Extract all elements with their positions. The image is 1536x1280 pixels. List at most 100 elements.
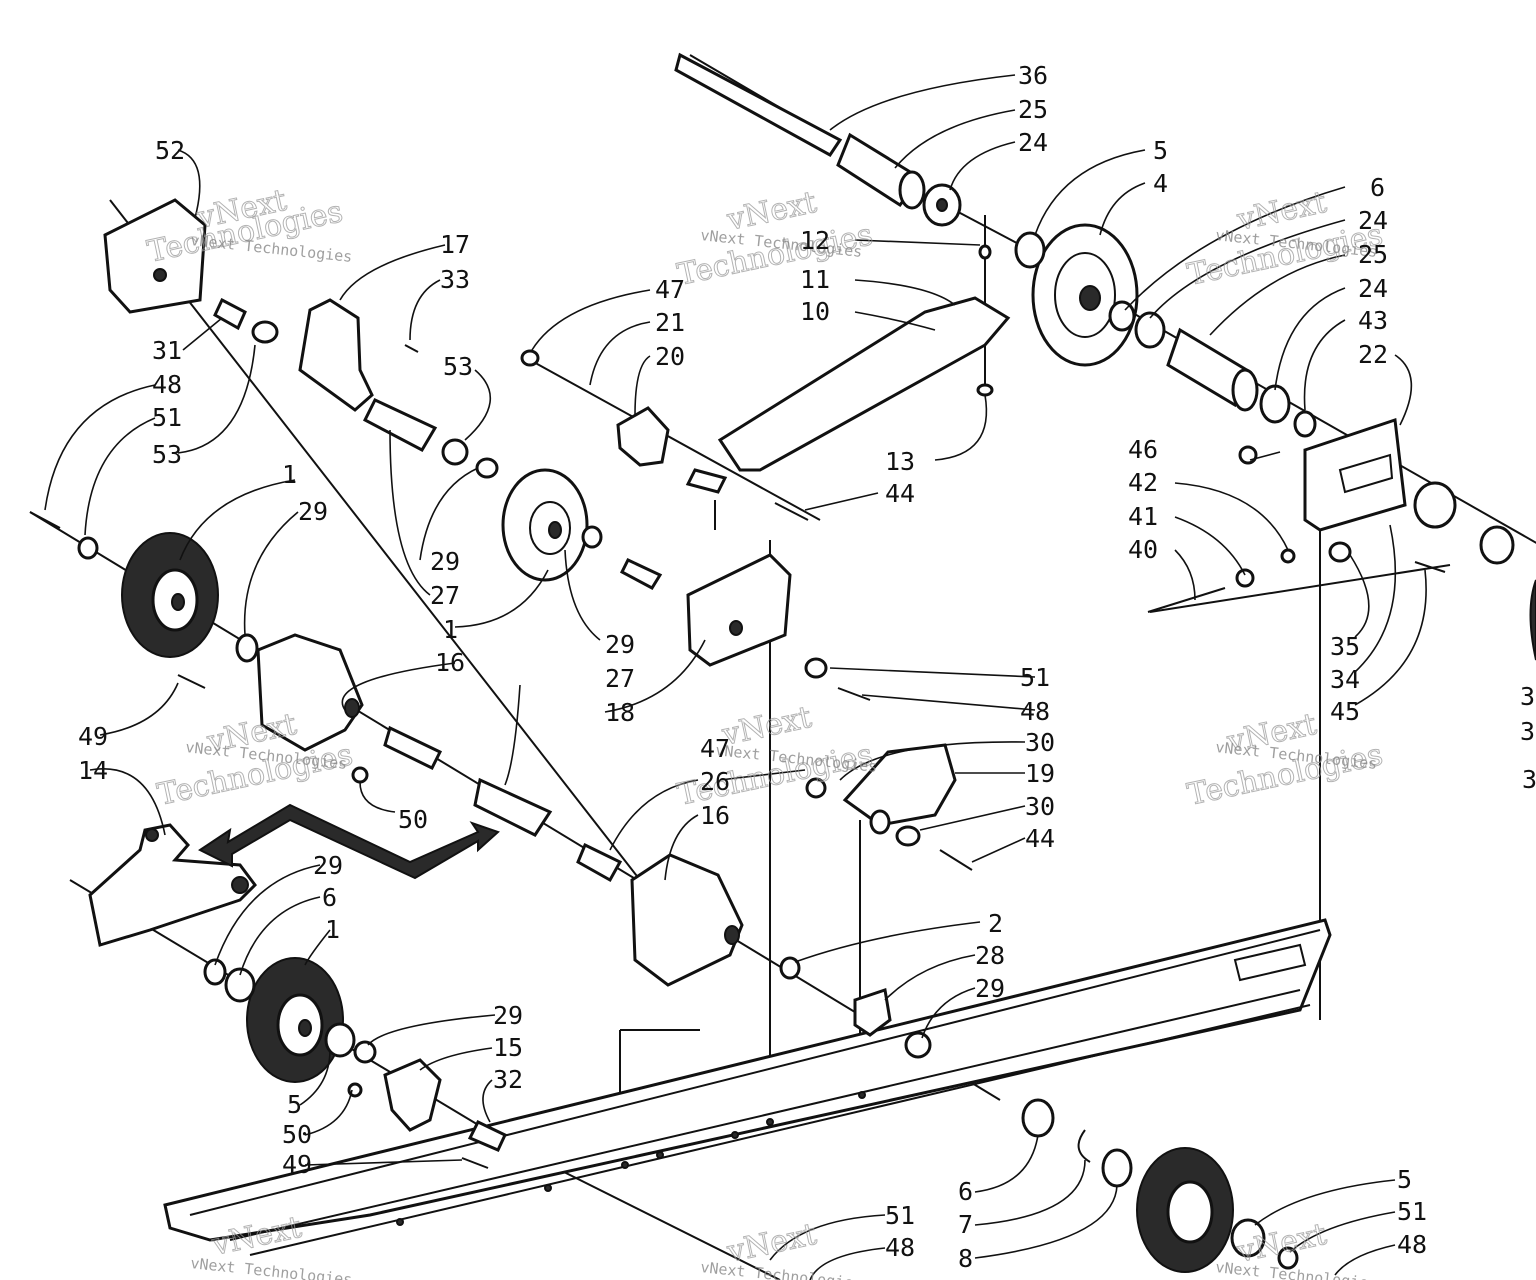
callout-29: 29 [298,497,328,526]
callout-32: 32 [493,1065,523,1094]
watermark-small: vNext Technologies [190,1254,354,1280]
callout-19: 19 [1025,759,1055,788]
callout-29: 29 [975,974,1005,1003]
spacer-27-left [363,398,438,452]
callout-29: 29 [430,547,460,576]
callout-28: 28 [975,941,1005,970]
bracket-20 [616,406,670,467]
callout-27: 27 [605,664,635,693]
callout-15: 15 [493,1033,523,1062]
callout-37: 37 [1522,765,1536,794]
callout-52: 52 [155,136,185,165]
callout-34: 34 [1330,665,1360,694]
sleeve-26 [576,842,623,883]
callout-51: 51 [885,1201,915,1230]
wheel-bottom-right [1136,1147,1234,1273]
callout-49: 49 [78,722,108,751]
callout-25: 25 [1018,95,1048,124]
callout-48: 48 [885,1233,915,1262]
callout-46: 46 [1128,435,1158,464]
block-28 [853,988,892,1037]
bracket-16-center [630,853,744,987]
callout-18: 18 [605,698,635,727]
bracket-17 [298,298,374,412]
upper-shaft-36 [674,52,843,157]
callout-10: 10 [800,297,830,326]
callout-11: 11 [800,265,830,294]
callout-31: 31 [152,336,182,365]
callout-51: 51 [1020,663,1050,692]
callout-26: 26 [700,767,730,796]
callout-16: 16 [435,648,465,677]
callout-51: 51 [152,403,182,432]
callout-43: 43 [1358,306,1388,335]
callout-45: 45 [1330,697,1360,726]
callout-7: 7 [958,1210,973,1239]
pin-31 [213,297,247,331]
bolts-and-nuts [29,244,1446,1169]
arm-10 [717,296,1011,472]
callout-49: 49 [282,1150,312,1179]
callout-5: 5 [1153,136,1168,165]
callout-40: 40 [1128,535,1158,564]
callout-12: 12 [800,226,830,255]
plate-22 [1303,417,1407,532]
wheel-1-center [501,468,589,582]
callout-21: 21 [655,308,685,337]
callout-1: 1 [443,615,458,644]
callout-14: 14 [78,756,108,785]
callout-48: 48 [1020,697,1050,726]
callout-6: 6 [322,883,337,912]
callout-4: 4 [1153,169,1168,198]
callout-17: 17 [440,230,470,259]
movement-arrow [198,803,500,880]
callout-2: 2 [988,909,1003,938]
callout-8: 8 [958,1244,973,1273]
washers [77,231,1515,1270]
callout-38: 38 [1520,717,1536,746]
callout-5: 5 [287,1090,302,1119]
callout-35: 35 [1330,632,1360,661]
callout-48: 48 [1397,1230,1427,1259]
callout-5: 5 [1397,1165,1412,1194]
callout-6: 6 [958,1177,973,1206]
callout-51: 51 [1397,1197,1427,1226]
callout-24: 24 [1018,128,1048,157]
callout-36: 36 [1018,61,1048,90]
callout-39: 39 [1520,682,1536,711]
callout-6: 6 [1370,173,1385,202]
callout-13: 13 [885,447,915,476]
callout-42: 42 [1128,468,1158,497]
callout-47: 47 [655,275,685,304]
callout-27: 27 [430,581,460,610]
callout-53: 53 [152,440,182,469]
callout-29: 29 [605,630,635,659]
pin-32 [467,1120,507,1152]
callout-30: 30 [1025,728,1055,757]
callout-48: 48 [152,370,182,399]
sleeve-left [383,725,443,771]
wheel-edge-right [1529,579,1536,661]
callout-30: 30 [1025,792,1055,821]
wheel-4 [1031,223,1139,367]
callout-41: 41 [1128,502,1158,531]
bracket-18 [686,553,792,667]
callout-29: 29 [493,1001,523,1030]
callout-22: 22 [1358,340,1388,369]
bracket-16-left [256,633,364,752]
spacer-25-top [836,132,926,210]
callout-24: 24 [1358,206,1388,235]
callout-44: 44 [1025,824,1055,853]
callout-33: 33 [440,265,470,294]
callout-16: 16 [700,801,730,830]
leader-lines [44,74,1427,1280]
bracket-52 [103,198,207,314]
watermark-small: vNext Technologies [700,1258,864,1280]
callout-53: 53 [443,352,473,381]
callout-20: 20 [655,342,685,371]
callout-24: 24 [1358,274,1388,303]
spacer-25-right [1166,327,1259,412]
callout-50: 50 [398,805,428,834]
bracket-15 [383,1058,442,1132]
